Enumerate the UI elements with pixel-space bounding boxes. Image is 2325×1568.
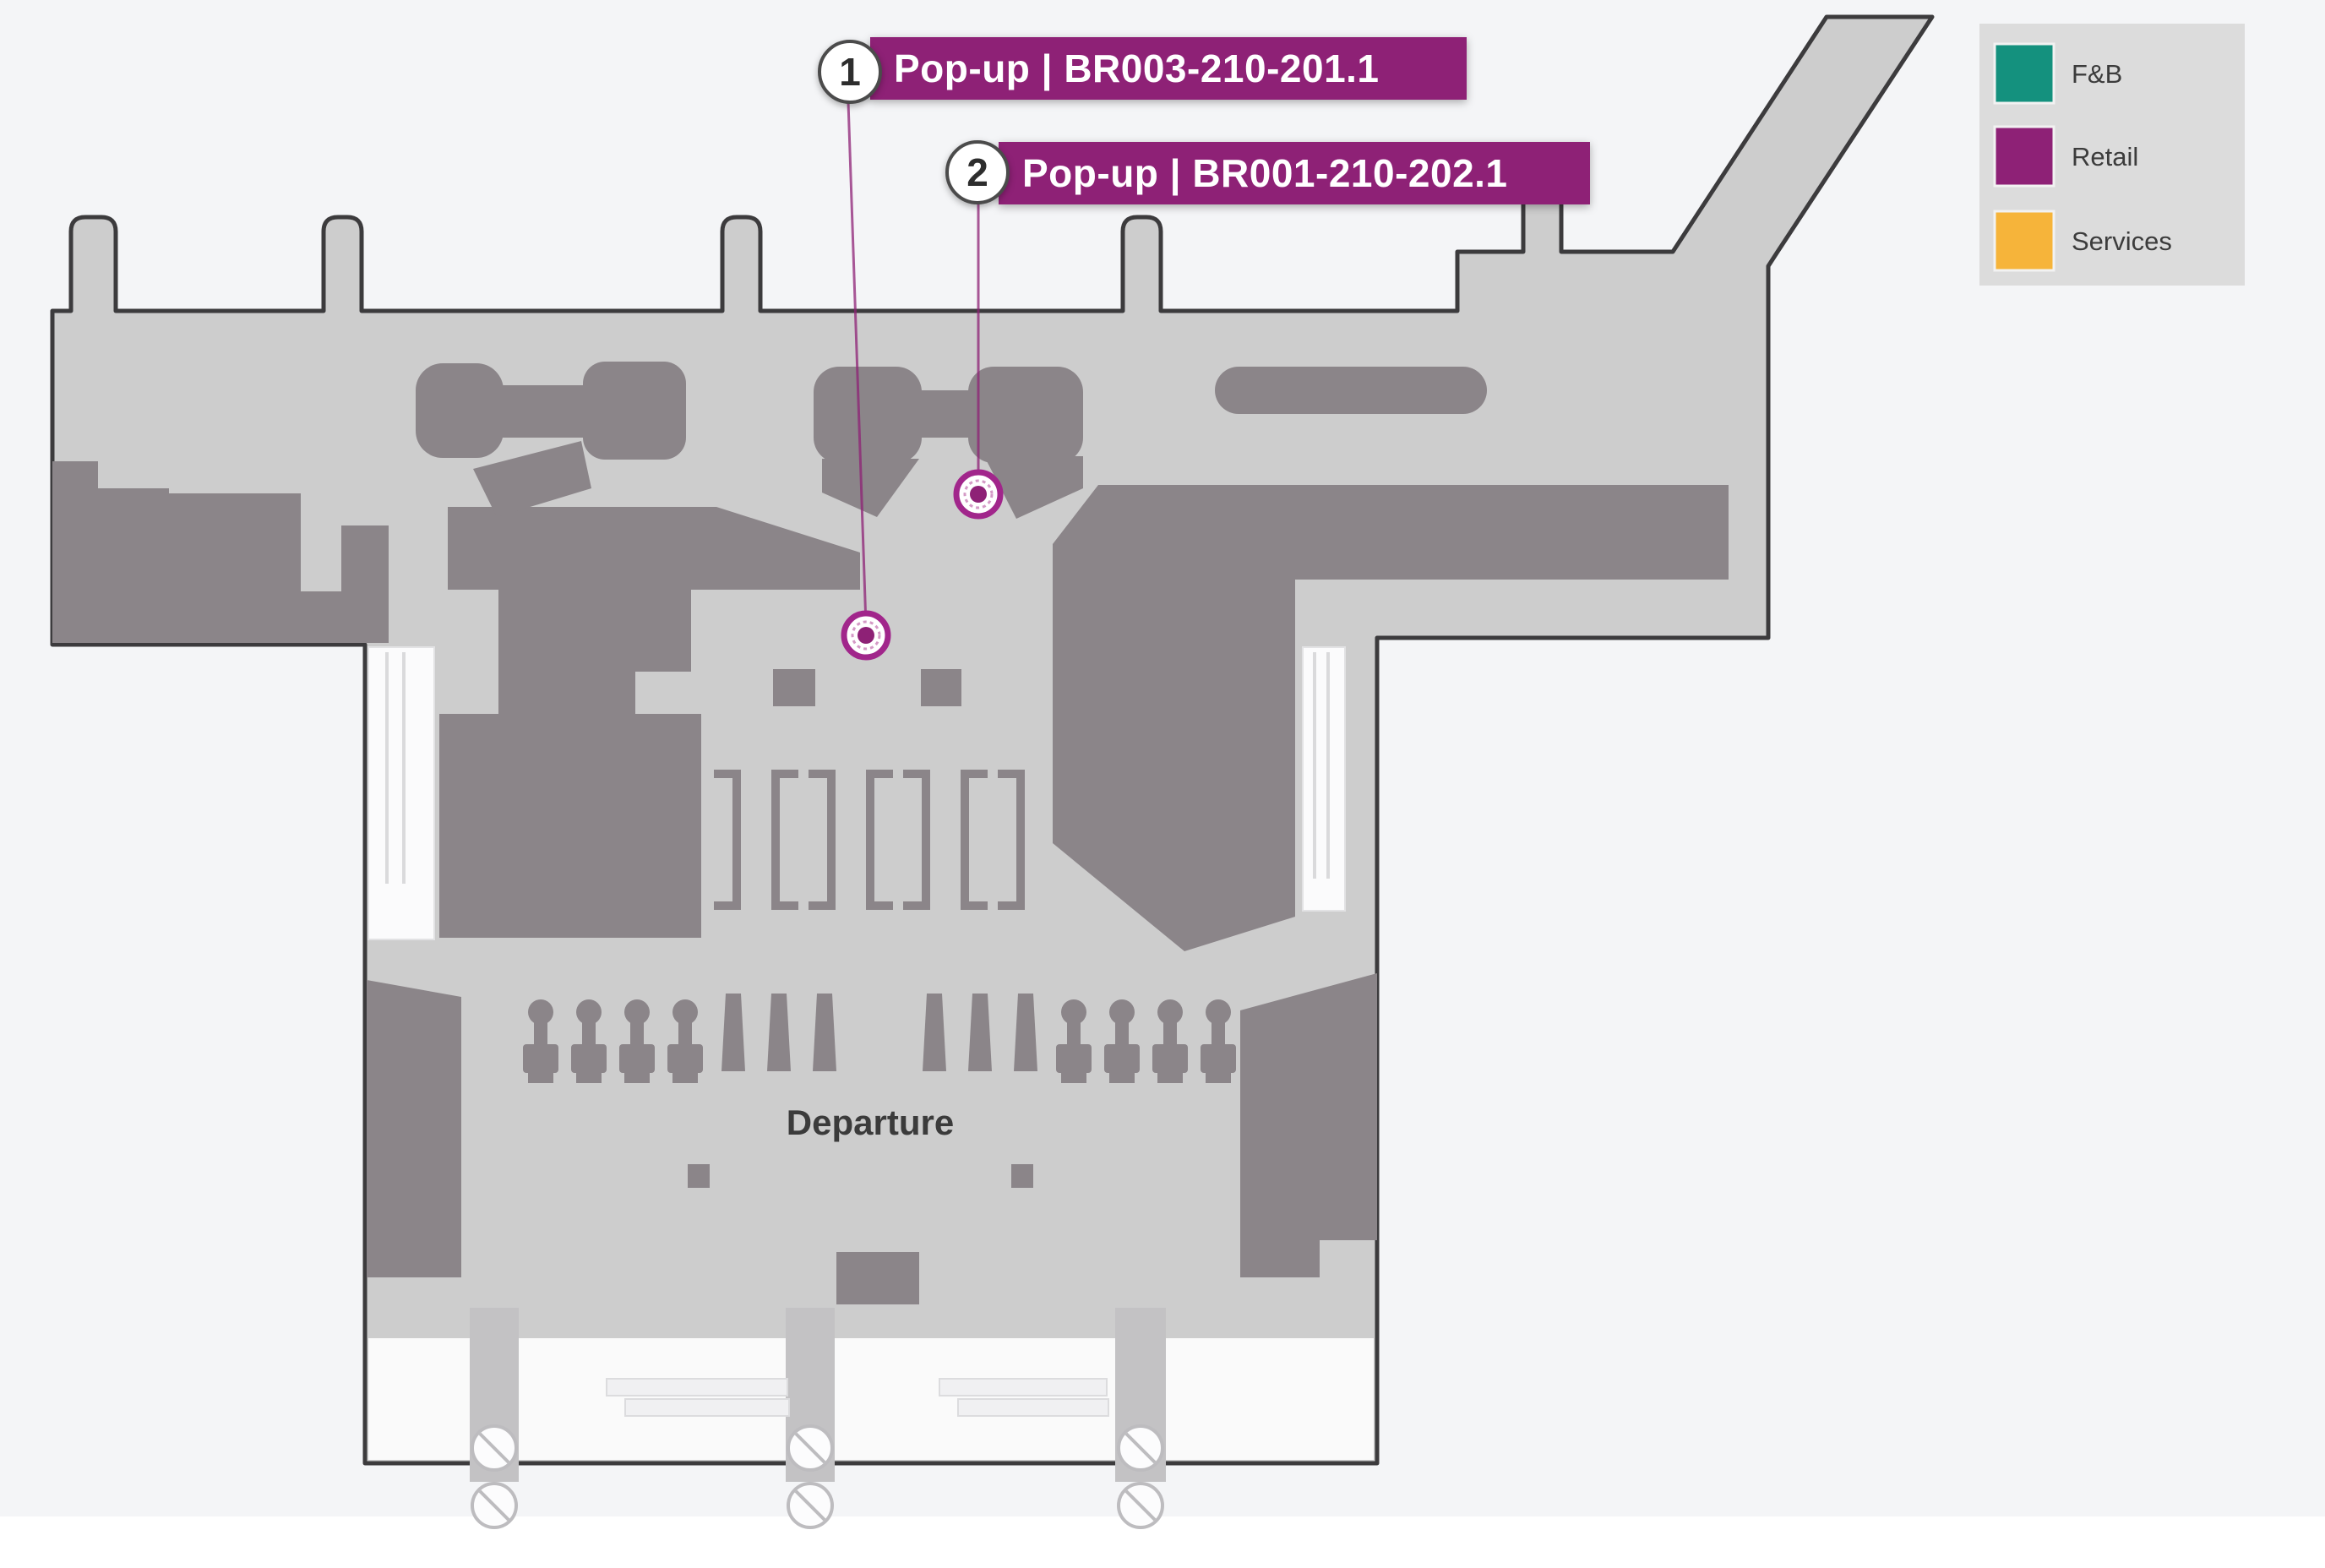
shop-block-lower-right bbox=[1240, 973, 1377, 1277]
legend-swatch-fnb bbox=[1993, 42, 2055, 105]
marker-2-pin[interactable] bbox=[953, 469, 1004, 520]
escalator-right bbox=[1302, 646, 1346, 912]
legend-label-fnb: F&B bbox=[2072, 59, 2122, 89]
shop-block-upper-left bbox=[52, 461, 389, 643]
shop-block-right bbox=[1053, 485, 1295, 951]
escalator-left bbox=[368, 646, 435, 940]
revolving-door-icons bbox=[471, 1424, 1164, 1529]
callout-1-badge[interactable] bbox=[818, 40, 882, 104]
legend-item-retail: Retail bbox=[1993, 125, 2138, 188]
entrance-strip bbox=[368, 1308, 1374, 1529]
vestibule-mats bbox=[606, 1378, 1109, 1417]
marker-1-pin[interactable] bbox=[841, 610, 891, 661]
checkin-desk-icon bbox=[523, 994, 836, 1083]
map-square bbox=[773, 669, 815, 706]
callout-2[interactable]: Pop-up | BR001-210-202.1 2 bbox=[945, 140, 1590, 204]
callout-1-bar[interactable] bbox=[870, 37, 1467, 100]
legend-label-services: Services bbox=[2072, 226, 2172, 256]
callout-1-label: Pop-up | BR003-210-201.1 bbox=[894, 46, 1380, 90]
map-square bbox=[921, 669, 961, 706]
page-bottom-strip bbox=[0, 1516, 2325, 1568]
leader-line-1 bbox=[847, 101, 868, 626]
shop-block-lower-left bbox=[367, 980, 461, 1277]
callout-2-bar[interactable] bbox=[999, 142, 1590, 204]
legend-label-retail: Retail bbox=[2072, 142, 2138, 172]
map-square bbox=[688, 1164, 710, 1188]
checkin-desk-icons bbox=[523, 994, 1236, 1083]
kiosk-cluster-2 bbox=[814, 367, 1083, 519]
departure-area-label: Departure bbox=[787, 1102, 954, 1142]
shop-block-center-left bbox=[439, 507, 860, 938]
callout-2-badge[interactable] bbox=[945, 140, 1010, 204]
callout-2-label: Pop-up | BR001-210-202.1 bbox=[1022, 151, 1508, 195]
kiosk-cluster-1 bbox=[416, 362, 686, 517]
shop-block-bar bbox=[1215, 367, 1487, 414]
legend-item-services: Services bbox=[1993, 210, 2172, 272]
security-lanes bbox=[714, 770, 1025, 910]
callout-2-number: 2 bbox=[966, 150, 988, 194]
checkin-desk-icon bbox=[923, 994, 1236, 1083]
legend-item-fnb: F&B bbox=[1993, 42, 2122, 105]
callout-1-number: 1 bbox=[839, 50, 861, 94]
legend: F&B Retail Services bbox=[1979, 24, 2245, 286]
callout-1[interactable]: Pop-up | BR003-210-201.1 1 bbox=[818, 37, 1467, 104]
legend-swatch-retail bbox=[1993, 125, 2055, 188]
legend-swatch-services bbox=[1993, 210, 2055, 272]
interior-blocks bbox=[52, 362, 1729, 1304]
map-square bbox=[1011, 1164, 1033, 1188]
map-square bbox=[836, 1252, 919, 1304]
